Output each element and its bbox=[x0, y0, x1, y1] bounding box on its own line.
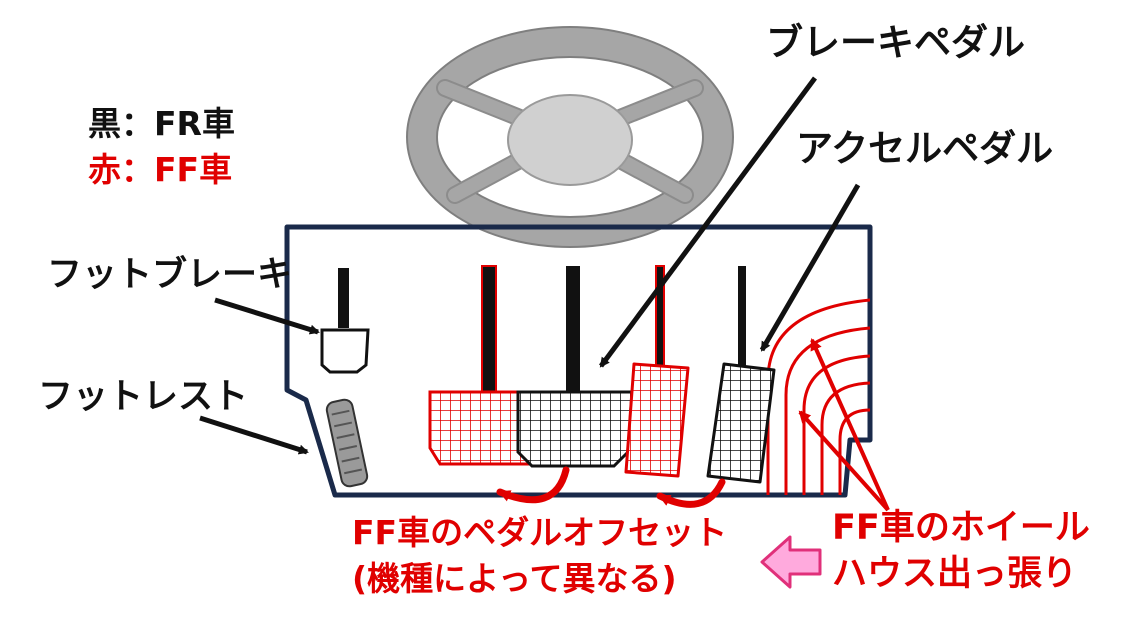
legend-ff: 赤：FF車 bbox=[88, 150, 233, 189]
fr-brake-arm bbox=[566, 266, 580, 394]
ff-brake-arm bbox=[481, 265, 497, 393]
foot-rest bbox=[325, 398, 369, 488]
label-ff-wheel-line2: ハウス出っ張り bbox=[832, 554, 1078, 594]
label-foot-rest: フットレスト bbox=[38, 377, 249, 417]
wheel-house-arrows bbox=[798, 338, 890, 512]
offset-arrows bbox=[496, 466, 726, 508]
foot-brake-pedal bbox=[320, 268, 370, 374]
fr-accel-pedal bbox=[706, 362, 776, 484]
label-ff-offset-line1: FF車のペダルオフセット bbox=[352, 513, 728, 552]
black-arrows bbox=[199, 76, 861, 455]
label-accel-pedal: アクセルペダル bbox=[796, 127, 1054, 170]
label-ff-offset-line2: (機種によって異なる) bbox=[352, 559, 677, 598]
pedal-arms bbox=[481, 265, 746, 394]
floor-outline bbox=[284, 224, 873, 498]
steering-hub bbox=[507, 94, 633, 186]
fr-brake-pedal bbox=[516, 390, 634, 468]
brake-offset-arrow bbox=[496, 466, 570, 504]
arrow-foot-brake bbox=[214, 297, 320, 335]
label-foot-brake: フットブレーキ bbox=[47, 255, 293, 295]
arrow-accel-pedal bbox=[759, 183, 861, 352]
steering-wheel bbox=[406, 26, 734, 248]
label-ff-wheel-line1: FF車のホイール bbox=[832, 508, 1090, 548]
arrow-foot-rest bbox=[199, 415, 309, 455]
ff-accel-pedal bbox=[624, 362, 690, 478]
legend-fr: 黒：FR車 bbox=[88, 104, 235, 143]
label-brake-pedal: ブレーキペダル bbox=[766, 21, 1025, 64]
pink-arrow-icon bbox=[760, 535, 822, 589]
ff-wheel-house bbox=[766, 298, 870, 495]
accel-offset-arrow bbox=[656, 478, 726, 508]
fr-accel-arm bbox=[738, 266, 746, 366]
arrow-brake-pedal bbox=[598, 76, 818, 368]
